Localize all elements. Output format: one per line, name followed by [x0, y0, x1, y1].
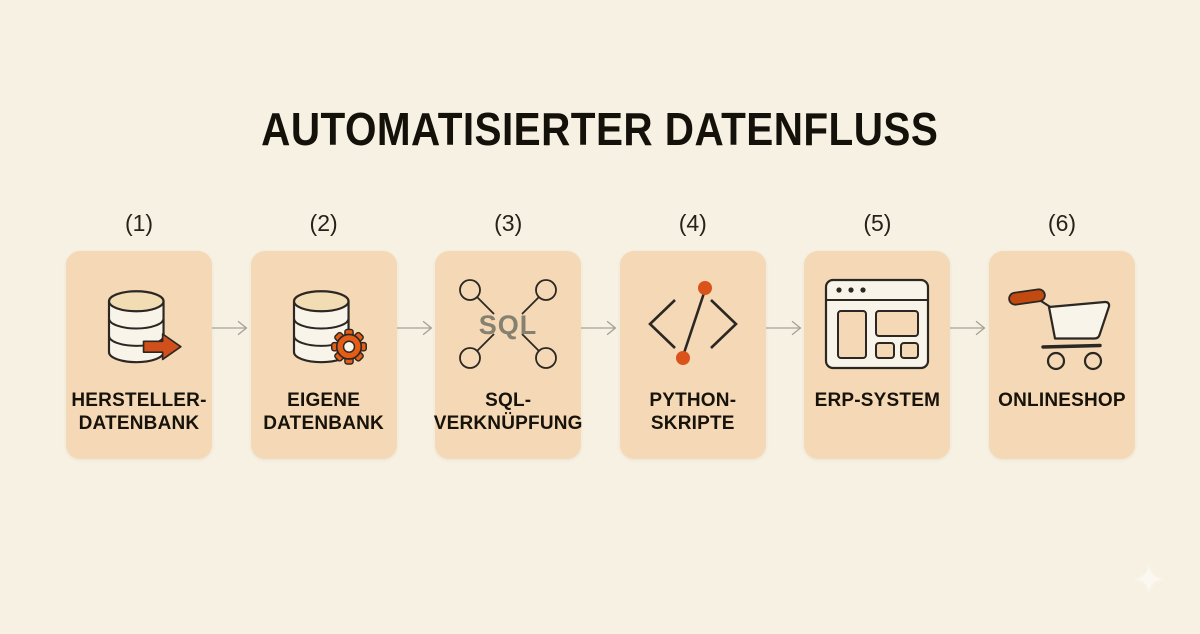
step-number: (6): [1047, 210, 1077, 236]
database-gear-icon: [251, 251, 397, 383]
step-number: (2): [309, 210, 338, 236]
step-label-line2: SKRIPTE: [650, 413, 735, 434]
step-label-line2: DATENBANK: [263, 413, 384, 434]
step-number: (5): [863, 210, 892, 236]
sql-network-icon: SQL: [435, 251, 581, 383]
flow-arrow-icon: [396, 318, 436, 338]
step-python-skripte: (4) PYTHON- SKRIPTE: [619, 208, 766, 459]
shopping-cart-icon: [989, 251, 1135, 383]
flow-arrow-icon: [212, 318, 251, 338]
sparkle-decoration: [1133, 563, 1165, 595]
step-label-line1: PYTHON-: [649, 390, 737, 411]
browser-window-icon: [804, 251, 950, 383]
step-label: HERSTELLER- DATENBANK: [71, 389, 206, 435]
database-export-icon: [66, 251, 212, 383]
step-label-line1: SQL-: [485, 390, 532, 411]
step-label-line1: ONLINESHOP: [998, 390, 1126, 411]
step-label-line2: VERKNÜPFUNG: [433, 413, 583, 434]
step-number: (1): [124, 210, 154, 236]
step-label: PYTHON- SKRIPTE: [649, 389, 736, 435]
step-label-line1: EIGENE: [287, 390, 361, 411]
flow-arrow-icon: [581, 318, 620, 338]
step-card: PYTHON- SKRIPTE: [619, 251, 766, 459]
step-onlineshop: (6) ONLINESHOP: [988, 208, 1135, 459]
step-label: EIGENE DATENBANK: [263, 389, 384, 435]
step-label: SQL- VERKNÜPFUNG: [434, 389, 583, 435]
flow-diagram: (1) HERSTELLER- DATENBANK (2: [66, 208, 1135, 459]
step-number: (4): [678, 210, 707, 236]
step-label-line1: ERP-SYSTEM: [814, 390, 941, 411]
page-title-text: AUTOMATISIERTER DATENFLUSS: [261, 103, 939, 155]
step-card: EIGENE DATENBANK: [250, 251, 397, 459]
page-title: AUTOMATISIERTER DATENFLUSS: [0, 102, 1200, 156]
step-label-line1: HERSTELLER-: [71, 390, 207, 411]
code-slash-icon: [620, 251, 766, 383]
step-card: HERSTELLER- DATENBANK: [66, 251, 212, 459]
step-erp-system: (5) ERP-SYSTEM: [804, 208, 951, 459]
step-number: (3): [494, 210, 523, 236]
sql-icon-label: SQL: [479, 310, 538, 340]
step-sql-verknuepfung: (3) SQL SQL-: [434, 208, 583, 459]
step-card: ONLINESHOP: [988, 251, 1135, 459]
step-card: SQL SQL- VERKNÜPFUNG: [434, 251, 583, 459]
step-label-line2: DATENBANK: [78, 413, 200, 434]
step-hersteller-datenbank: (1) HERSTELLER- DATENBANK: [66, 208, 212, 459]
flow-arrow-icon: [950, 318, 989, 338]
flow-arrow-icon: [765, 318, 805, 338]
step-card: ERP-SYSTEM: [804, 251, 951, 459]
step-label: ERP-SYSTEM: [815, 389, 941, 412]
step-label: ONLINESHOP: [998, 389, 1126, 412]
step-eigene-datenbank: (2): [250, 208, 397, 459]
